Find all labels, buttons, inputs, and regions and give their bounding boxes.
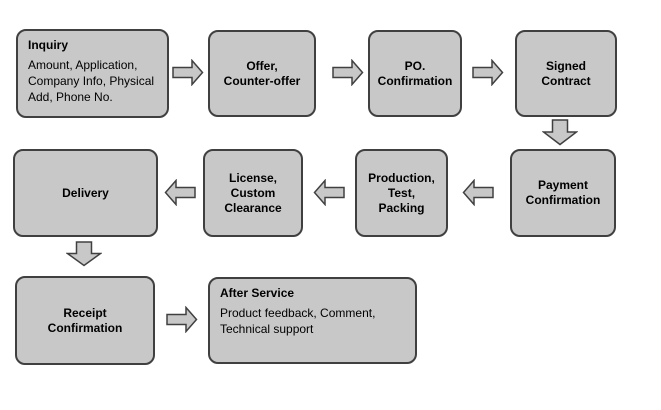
step-receipt-confirmation: Receipt Confirmation: [15, 276, 155, 365]
flow-arrow-down-icon: [542, 119, 578, 146]
step-license-title: License, Custom Clearance: [224, 170, 282, 215]
step-delivery: Delivery: [13, 149, 158, 237]
step-production: Production, Test, Packing: [355, 149, 448, 237]
step-license-clearance: License, Custom Clearance: [203, 149, 303, 237]
step-signed-contract: Signed Contract: [515, 30, 617, 117]
step-payment-title: Payment Confirmation: [525, 178, 601, 207]
flow-arrow-right-icon: [166, 306, 198, 333]
step-after-service-title: After Service: [220, 286, 295, 300]
step-payment-confirmation: Payment Confirmation: [510, 149, 616, 237]
flow-arrow-down-icon: [66, 241, 102, 267]
flow-arrow-left-icon: [462, 179, 494, 206]
flow-arrow-right-icon: [472, 59, 504, 86]
step-offer-title: Offer, Counter-offer: [223, 58, 301, 88]
flow-arrow-right-icon: [332, 59, 364, 86]
flow-arrow-left-icon: [164, 179, 196, 206]
step-signed-title: Signed Contract: [541, 58, 591, 88]
flow-arrow-left-icon: [313, 179, 345, 206]
flow-arrow-right-icon: [172, 59, 204, 86]
step-after-service-details: Product feedback, Comment, Technical sup…: [220, 306, 376, 336]
step-after-service: After Service Product feedback, Comment,…: [208, 277, 417, 364]
step-receipt-title: Receipt Confirmation: [47, 305, 123, 335]
step-offer: Offer, Counter-offer: [208, 30, 316, 117]
step-inquiry-details: Amount, Application, Company Info, Physi…: [28, 58, 155, 104]
step-inquiry-title: Inquiry: [28, 38, 69, 52]
step-po-confirmation: PO. Confirmation: [368, 30, 462, 117]
step-delivery-title: Delivery: [62, 185, 109, 200]
step-production-title: Production, Test, Packing: [368, 170, 435, 215]
step-po-title: PO. Confirmation: [377, 58, 453, 88]
step-inquiry: Inquiry Amount, Application, Company Inf…: [16, 29, 169, 118]
